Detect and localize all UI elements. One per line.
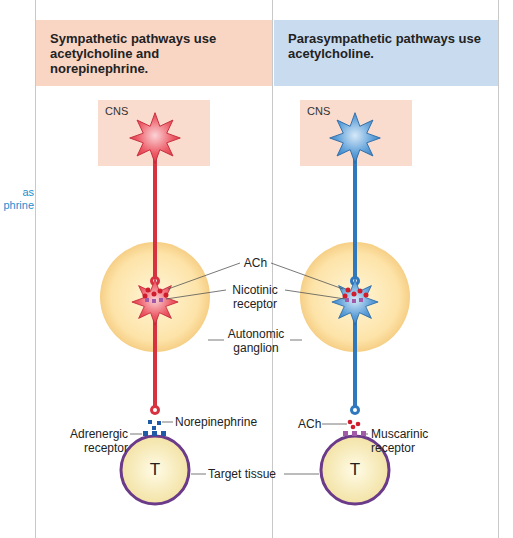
header-text: Parasympathetic pathways use acetylcholi… xyxy=(288,31,484,61)
autonomic-ganglion xyxy=(300,242,410,352)
cns-box: CNS xyxy=(98,100,210,166)
cut-off-text: as phrine xyxy=(0,186,34,212)
parasympathetic-neuron xyxy=(330,113,381,415)
receptor-label: Muscarinic receptor xyxy=(371,427,451,455)
tissue-letter: T xyxy=(150,460,160,480)
header-text: Sympathetic pathways use acetylcholine a… xyxy=(50,31,258,76)
header-band: Sympathetic pathways use acetylcholine a… xyxy=(36,20,272,86)
adrenergic-receptor xyxy=(143,431,166,436)
cns-text: CNS xyxy=(307,105,405,117)
ach-label: ACh xyxy=(240,256,271,270)
muscarinic-receptor xyxy=(343,431,366,436)
sympathetic-neuron xyxy=(130,113,181,415)
target-tissue-outline xyxy=(121,436,189,504)
norepinephrine-molecules xyxy=(148,420,161,430)
tissue-letter: T xyxy=(350,460,360,480)
ach-label: ACh xyxy=(298,417,328,431)
target-tissue-circle: T xyxy=(119,434,191,506)
target-label: Target tissue xyxy=(208,467,288,481)
receptor-label: Adrenergic receptor xyxy=(36,427,128,455)
header-band: Parasympathetic pathways use acetylcholi… xyxy=(274,20,498,86)
autonomic-ganglion xyxy=(100,242,210,352)
panel-border xyxy=(36,0,499,538)
receptor-label: Nicotinic receptor xyxy=(213,283,297,311)
leader-line xyxy=(130,263,368,474)
neurotransmitter-label: Norepinephrine xyxy=(175,415,275,429)
cns-text: CNS xyxy=(105,105,203,117)
cns-box: CNS xyxy=(300,100,412,166)
ganglion-label: Autonomic ganglion xyxy=(212,327,300,355)
